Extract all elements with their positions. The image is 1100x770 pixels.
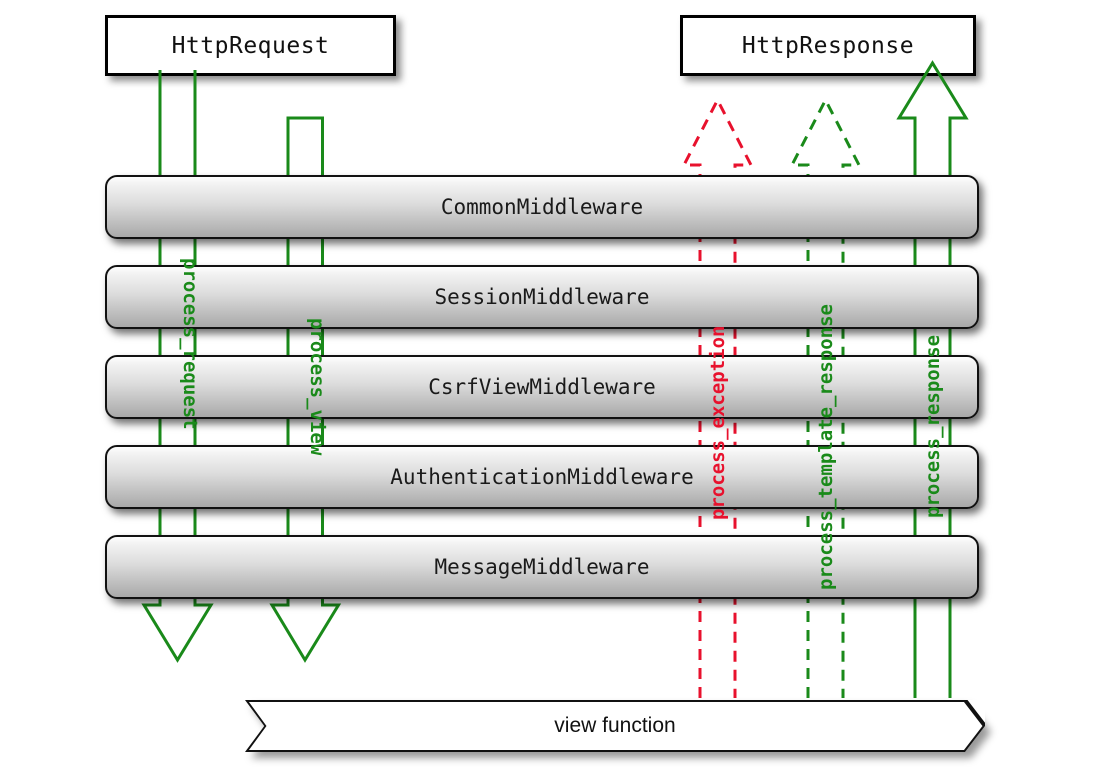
view-function-text-wrap: view function — [245, 700, 985, 752]
middleware-bar-csrfview[interactable]: CsrfViewMiddleware — [105, 355, 979, 419]
middleware-label: CsrfViewMiddleware — [428, 375, 656, 399]
http-request-box: HttpRequest — [105, 15, 396, 76]
middleware-bar-session[interactable]: SessionMiddleware — [105, 265, 979, 329]
http-response-label: HttpResponse — [741, 32, 915, 59]
middleware-bar-message[interactable]: MessageMiddleware — [105, 535, 979, 599]
http-request-label: HttpRequest — [171, 32, 330, 59]
middleware-label: AuthenticationMiddleware — [390, 465, 694, 489]
flow-process-exception-arrow — [681, 96, 754, 698]
middleware-bar-common[interactable]: CommonMiddleware — [105, 175, 979, 239]
flow-process-request-arrow — [141, 70, 214, 663]
middleware-label: MessageMiddleware — [434, 555, 650, 579]
http-response-box: HttpResponse — [680, 15, 976, 76]
flow-process-template-response-arrow — [789, 96, 862, 698]
view-function-label: view function — [554, 714, 676, 737]
middleware-label: SessionMiddleware — [434, 285, 650, 309]
view-function-banner[interactable] — [245, 700, 985, 752]
middleware-bar-authentication[interactable]: AuthenticationMiddleware — [105, 445, 979, 509]
middleware-label: CommonMiddleware — [440, 195, 644, 219]
flow-process-response-arrow — [896, 60, 969, 698]
